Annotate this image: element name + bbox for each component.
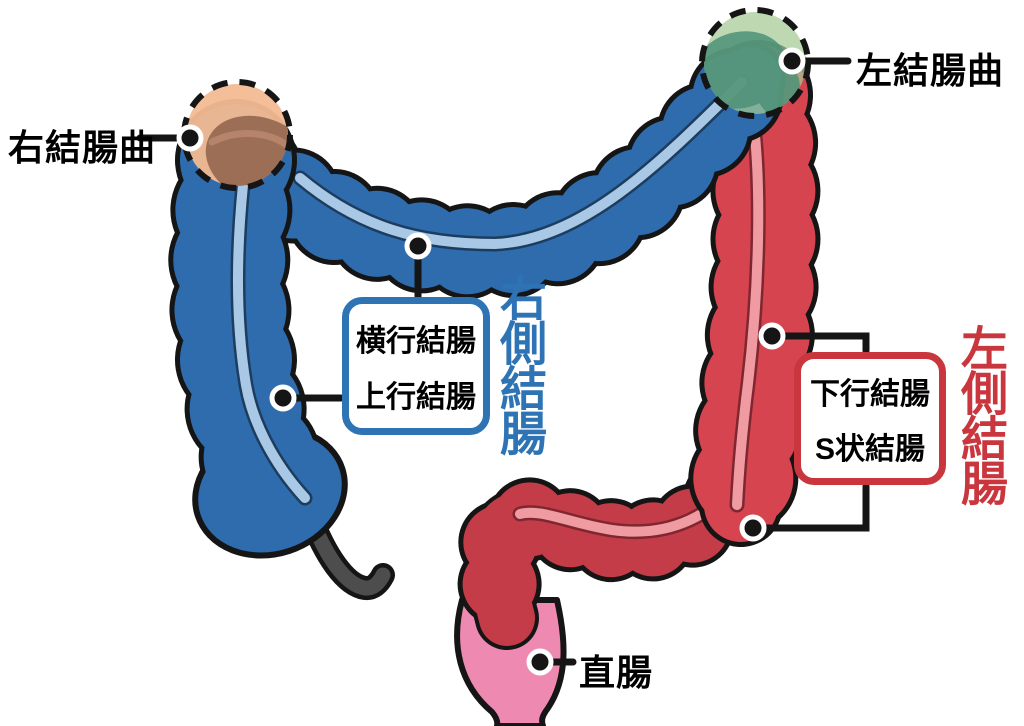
ascending-colon-shape — [168, 99, 348, 559]
sigmoid-dot — [739, 514, 767, 542]
sigmoid-bracket — [756, 482, 870, 532]
left-flexure-dot — [778, 47, 806, 75]
right-flexure-label: 右結腸曲 — [8, 127, 157, 168]
transverse-colon-shape — [207, 30, 798, 301]
right-flexure-dot — [176, 124, 204, 152]
transverse-colon-label: 横行結腸 — [356, 325, 476, 358]
left-flexure-label: 左結腸曲 — [856, 50, 1005, 91]
descending-dot — [758, 322, 786, 350]
pointer-dots — [176, 47, 806, 676]
transverse-dot — [404, 232, 432, 260]
appendix-shape — [298, 503, 395, 601]
descending-colon-label: 下行結腸 — [810, 378, 930, 412]
rectum-dot — [526, 648, 554, 676]
ascending-dot — [269, 384, 297, 412]
rectum-label: 直腸 — [579, 652, 654, 693]
left-side-colon-title: 左側結腸 — [954, 324, 1007, 504]
right-side-colon-title: 右側結腸 — [493, 274, 546, 454]
right-flexure-dashed-ring — [181, 79, 293, 191]
left-side-colon-box: 下行結腸 S状結腸 — [794, 352, 946, 485]
right-side-colon-box: 横行結腸 上行結腸 — [342, 297, 490, 435]
descending-bracket — [776, 332, 870, 355]
descending-colon-shape — [686, 40, 821, 560]
ascending-colon-label: 上行結腸 — [356, 381, 476, 414]
sigmoid-colon-label: S状結腸 — [814, 432, 925, 466]
